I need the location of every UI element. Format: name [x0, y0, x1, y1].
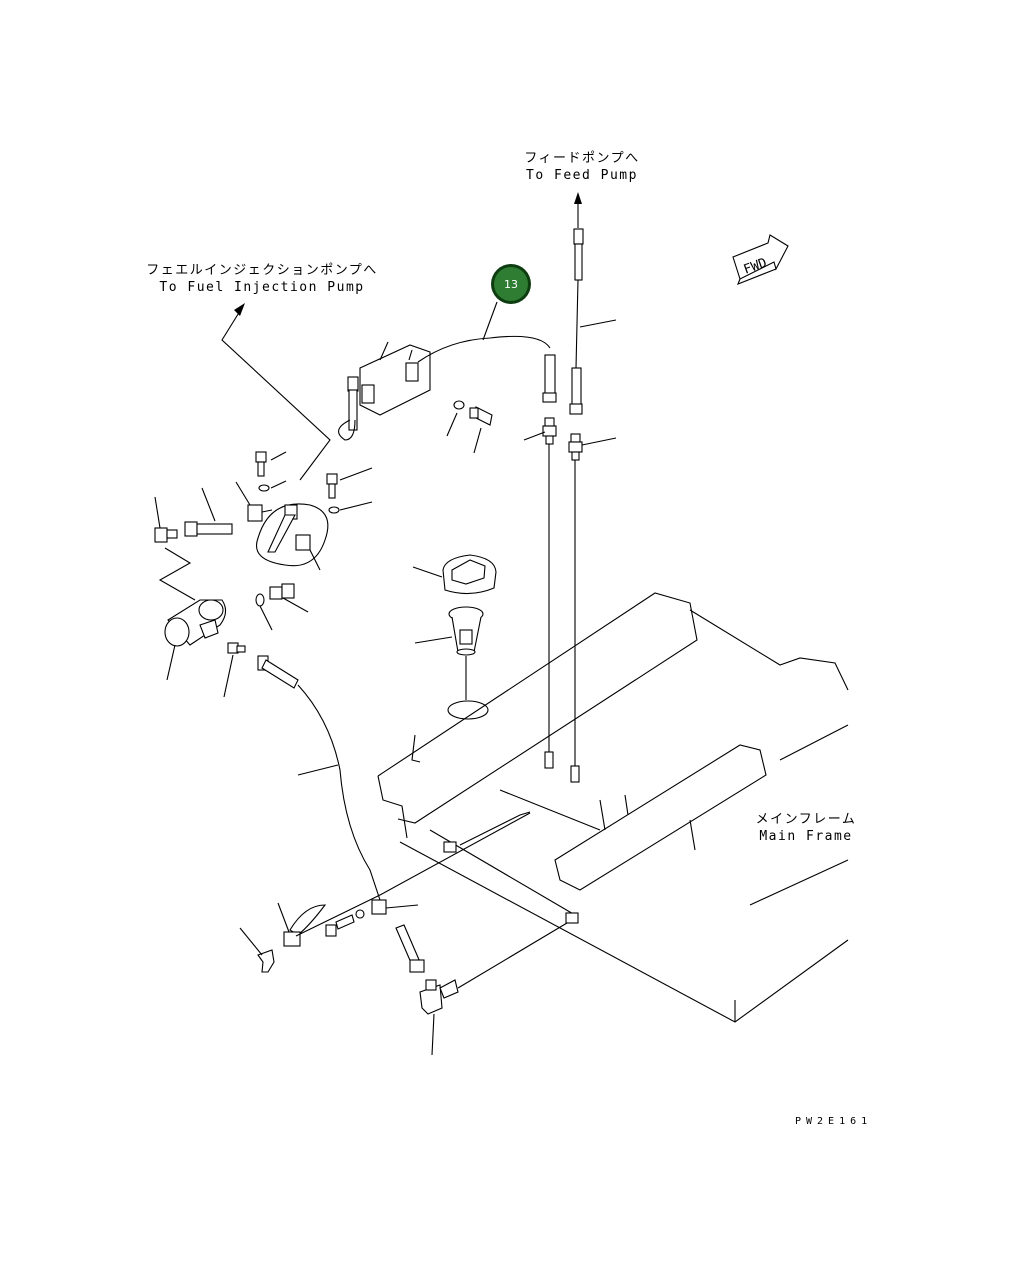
bracket-leader-2	[408, 349, 413, 361]
feed-hose	[569, 228, 584, 415]
bolt-leader	[473, 427, 482, 454]
pipe-connector	[158, 547, 196, 601]
filler-cap-leader	[412, 566, 443, 578]
feed-hose-leader	[579, 319, 617, 328]
frame-fitting-2	[443, 841, 457, 853]
fuel-filter-leader	[166, 644, 176, 681]
bolt-filter	[269, 583, 295, 600]
washer-upper-left	[258, 484, 270, 492]
nipple-fitting-leader	[223, 654, 234, 698]
injection-pump-arrow-icon	[221, 303, 331, 481]
lower-bolt	[325, 914, 355, 937]
nipple-fitting	[227, 642, 246, 654]
clamp-bracket-leader	[235, 481, 251, 506]
washer-upper-left-leader	[270, 480, 287, 489]
hose-fitting	[184, 521, 233, 537]
elbow-fitting-leader	[154, 496, 161, 529]
callout-fill	[494, 267, 528, 301]
filler-neck	[447, 700, 489, 720]
fuel-filter	[164, 599, 227, 647]
fuel-hose-leader	[297, 764, 339, 776]
lower-fitting	[395, 924, 425, 973]
washer-right	[328, 506, 340, 514]
washer	[453, 400, 465, 410]
tube-end-right	[570, 765, 580, 783]
main-frame-label-jp: メインフレーム	[756, 812, 857, 827]
upper-bracket	[338, 335, 557, 441]
callout-number: 13	[504, 278, 518, 291]
main-frame-label-en: Main Frame	[759, 829, 852, 844]
bolt-right	[326, 473, 338, 499]
tube-end-left	[544, 751, 554, 769]
fuel-injection-pump-label-en: To Fuel Injection Pump	[159, 280, 364, 295]
filler-cap	[442, 554, 497, 595]
fitting-right-leader	[581, 437, 617, 446]
drain-cock	[419, 979, 459, 1015]
bracket-leader-1	[379, 341, 389, 361]
washer-filter-leader	[259, 605, 273, 631]
fuel-injection-pump-label-jp: フェエルインジェクションポンプへ	[146, 263, 378, 278]
feed-pump-label-jp: フィードポンプへ	[524, 151, 639, 166]
main-frame	[377, 592, 849, 1023]
fwd-arrow-icon: FWD	[732, 234, 789, 285]
lower-clamp	[371, 899, 387, 915]
fitting-left	[542, 417, 557, 445]
drawing-code: PW2E161	[795, 1116, 872, 1127]
elbow-drain-leader	[239, 927, 263, 956]
lower-washer	[355, 909, 365, 919]
callout-13-leader	[482, 301, 498, 341]
fitting-right	[568, 433, 583, 461]
clamp-bracket	[247, 504, 273, 522]
drain-cock-leader	[431, 1013, 435, 1056]
strainer	[448, 606, 484, 656]
lower-clamp-leader	[385, 904, 419, 909]
bolt-right-leader	[339, 467, 373, 481]
bolt-filter-leader	[282, 597, 309, 613]
center-clamp-leader	[309, 549, 321, 571]
fitting-left-leader	[523, 431, 546, 441]
callout-13[interactable]: 13	[491, 264, 531, 304]
bolt-upper-left-leader	[270, 451, 287, 461]
bolt-upper-left	[255, 451, 267, 477]
drain-cock-line	[457, 919, 573, 989]
washer-leader	[446, 412, 458, 437]
drain-valve-leader	[277, 902, 290, 933]
frame-fitting	[565, 912, 579, 924]
hose-fitting-leader	[201, 487, 216, 522]
drain-valve	[283, 904, 327, 947]
feed-pump-label-en: To Feed Pump	[526, 168, 638, 183]
fuel-hose-lower	[257, 655, 381, 901]
feed-pump-arrow-icon	[574, 192, 582, 228]
elbow-fitting	[154, 527, 178, 543]
center-clamp-assembly	[256, 503, 329, 567]
bolt	[469, 406, 493, 426]
washer-right-leader	[339, 501, 373, 511]
elbow-drain	[257, 949, 275, 973]
washer-filter	[255, 593, 265, 607]
strainer-leader	[414, 636, 453, 644]
drain-rod	[295, 812, 531, 937]
